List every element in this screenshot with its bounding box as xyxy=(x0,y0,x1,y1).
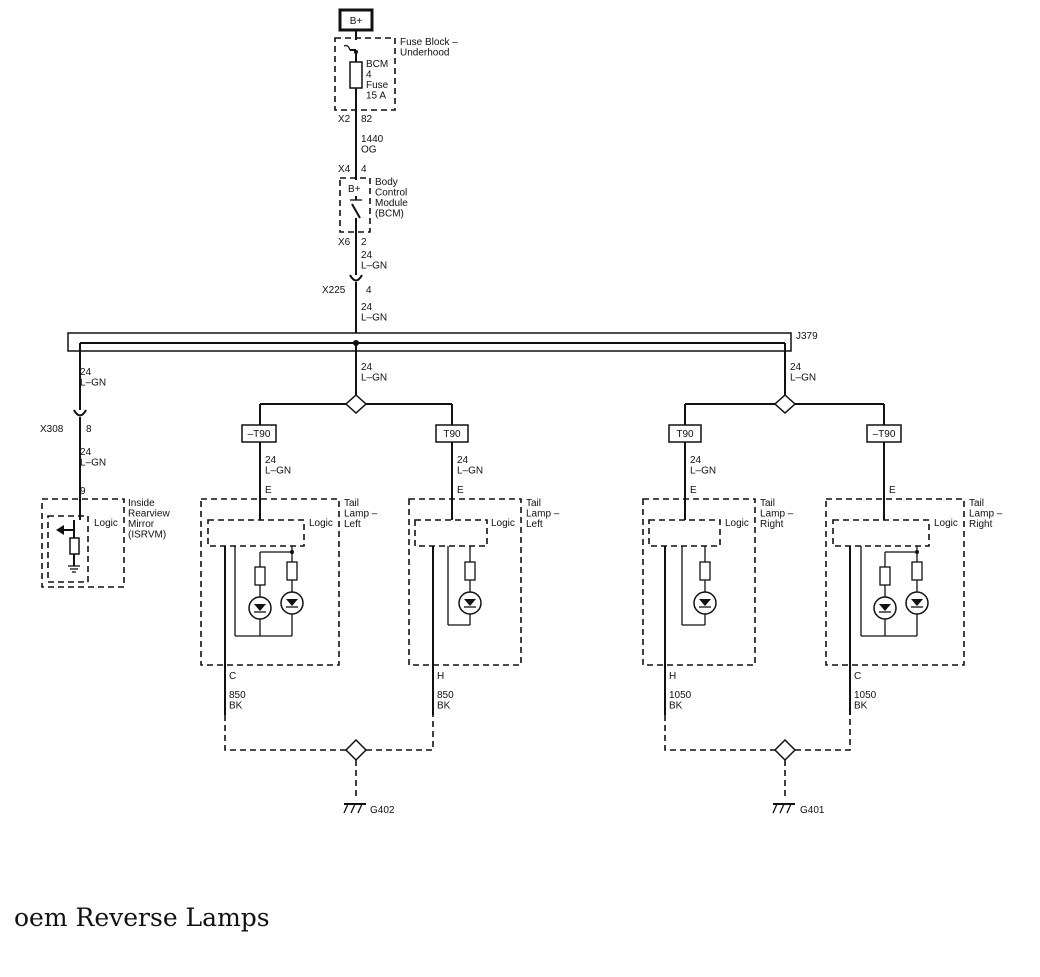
ground-g402-icon xyxy=(343,803,366,814)
lamp-3-resistor-a-icon xyxy=(879,566,891,586)
bcm-conn-out: X6 xyxy=(338,237,351,248)
right-ground-splice-icon xyxy=(773,738,797,762)
lamp-3-pin-e: E xyxy=(889,485,896,496)
left-ground-wires xyxy=(224,715,434,751)
bcm-bplus: B+ xyxy=(348,184,361,195)
caption: oem Reverse Lamps xyxy=(14,903,270,932)
splice-label: J379 xyxy=(796,331,818,342)
x225-conn: X225 xyxy=(322,285,346,296)
lamp-3-pin-g: C xyxy=(854,671,861,682)
lamp-2-option: T90 xyxy=(676,429,694,440)
x225-pin: 4 xyxy=(366,285,372,296)
lamp-0-resistor-b-icon xyxy=(286,561,298,581)
left-ground-splice-icon xyxy=(344,738,368,762)
lamp-3-logic: Logic xyxy=(934,518,958,529)
x308-conn: X308 xyxy=(40,424,64,435)
mirror-resistor-icon xyxy=(69,537,80,555)
right-option-splice-icon xyxy=(773,393,797,415)
splice-pack-j379: J379 xyxy=(67,331,818,352)
mirror-ground-icon xyxy=(68,565,80,573)
isrvm-pin: 9 xyxy=(80,486,86,497)
ground-g402: G402 xyxy=(370,805,395,816)
lamp-0-option: –T90 xyxy=(248,429,271,440)
battery-supply-box: B+ xyxy=(338,8,374,32)
lamp-0-pin-g: C xyxy=(229,671,236,682)
lamp-2-logic: Logic xyxy=(725,518,749,529)
lamp-1-pin-e: E xyxy=(457,485,464,496)
fuse-block-name: Fuse Block –Underhood xyxy=(400,37,458,59)
lamp-0-resistor-a-icon xyxy=(254,566,266,586)
lamp-2-pin-e: E xyxy=(690,485,697,496)
bcm-switch-icon xyxy=(351,203,361,219)
ground-g401: G401 xyxy=(800,805,825,816)
mirror-input-arrow-icon xyxy=(56,525,64,535)
fuse-block-conn: X2 xyxy=(338,114,351,125)
left-option-splice-icon xyxy=(344,393,368,415)
bcm-pin-out: 2 xyxy=(361,237,367,248)
isrvm-logic: Logic xyxy=(94,518,118,529)
lamp-2-option-tag: T90 xyxy=(668,424,702,443)
x308-pin: 8 xyxy=(86,424,92,435)
fuse-block-terminal-icon xyxy=(343,44,351,51)
ground-g401-icon xyxy=(772,803,795,814)
lamp-1-pin-g: H xyxy=(437,671,444,682)
lamp-2-resistor-icon xyxy=(699,561,711,581)
lamp-3-resistor-b-icon xyxy=(911,561,923,581)
bcm-pin-in: 4 xyxy=(361,164,367,175)
right-ground-wires xyxy=(664,715,851,751)
x308-connector-icon xyxy=(73,409,87,417)
lamp-0-pin-e: E xyxy=(265,485,272,496)
fuse-icon xyxy=(349,61,363,89)
lamp-1-option: T90 xyxy=(443,429,461,440)
supply-label: B+ xyxy=(350,16,363,27)
lamp-3-option-tag: –T90 xyxy=(866,424,902,443)
lamp-0-logic: Logic xyxy=(309,518,333,529)
lamp-1-logic: Logic xyxy=(491,518,515,529)
x225-connector-icon xyxy=(349,274,363,282)
lamp-2-pin-g: H xyxy=(669,671,676,682)
bcm-conn-in: X4 xyxy=(338,164,351,175)
lamp-0-option-tag: –T90 xyxy=(241,424,277,443)
fuse-block-pin: 82 xyxy=(361,114,373,125)
lamp-1-option-tag: T90 xyxy=(435,424,469,443)
lamp-3-option: –T90 xyxy=(873,429,896,440)
lamp-1-resistor-icon xyxy=(464,561,476,581)
